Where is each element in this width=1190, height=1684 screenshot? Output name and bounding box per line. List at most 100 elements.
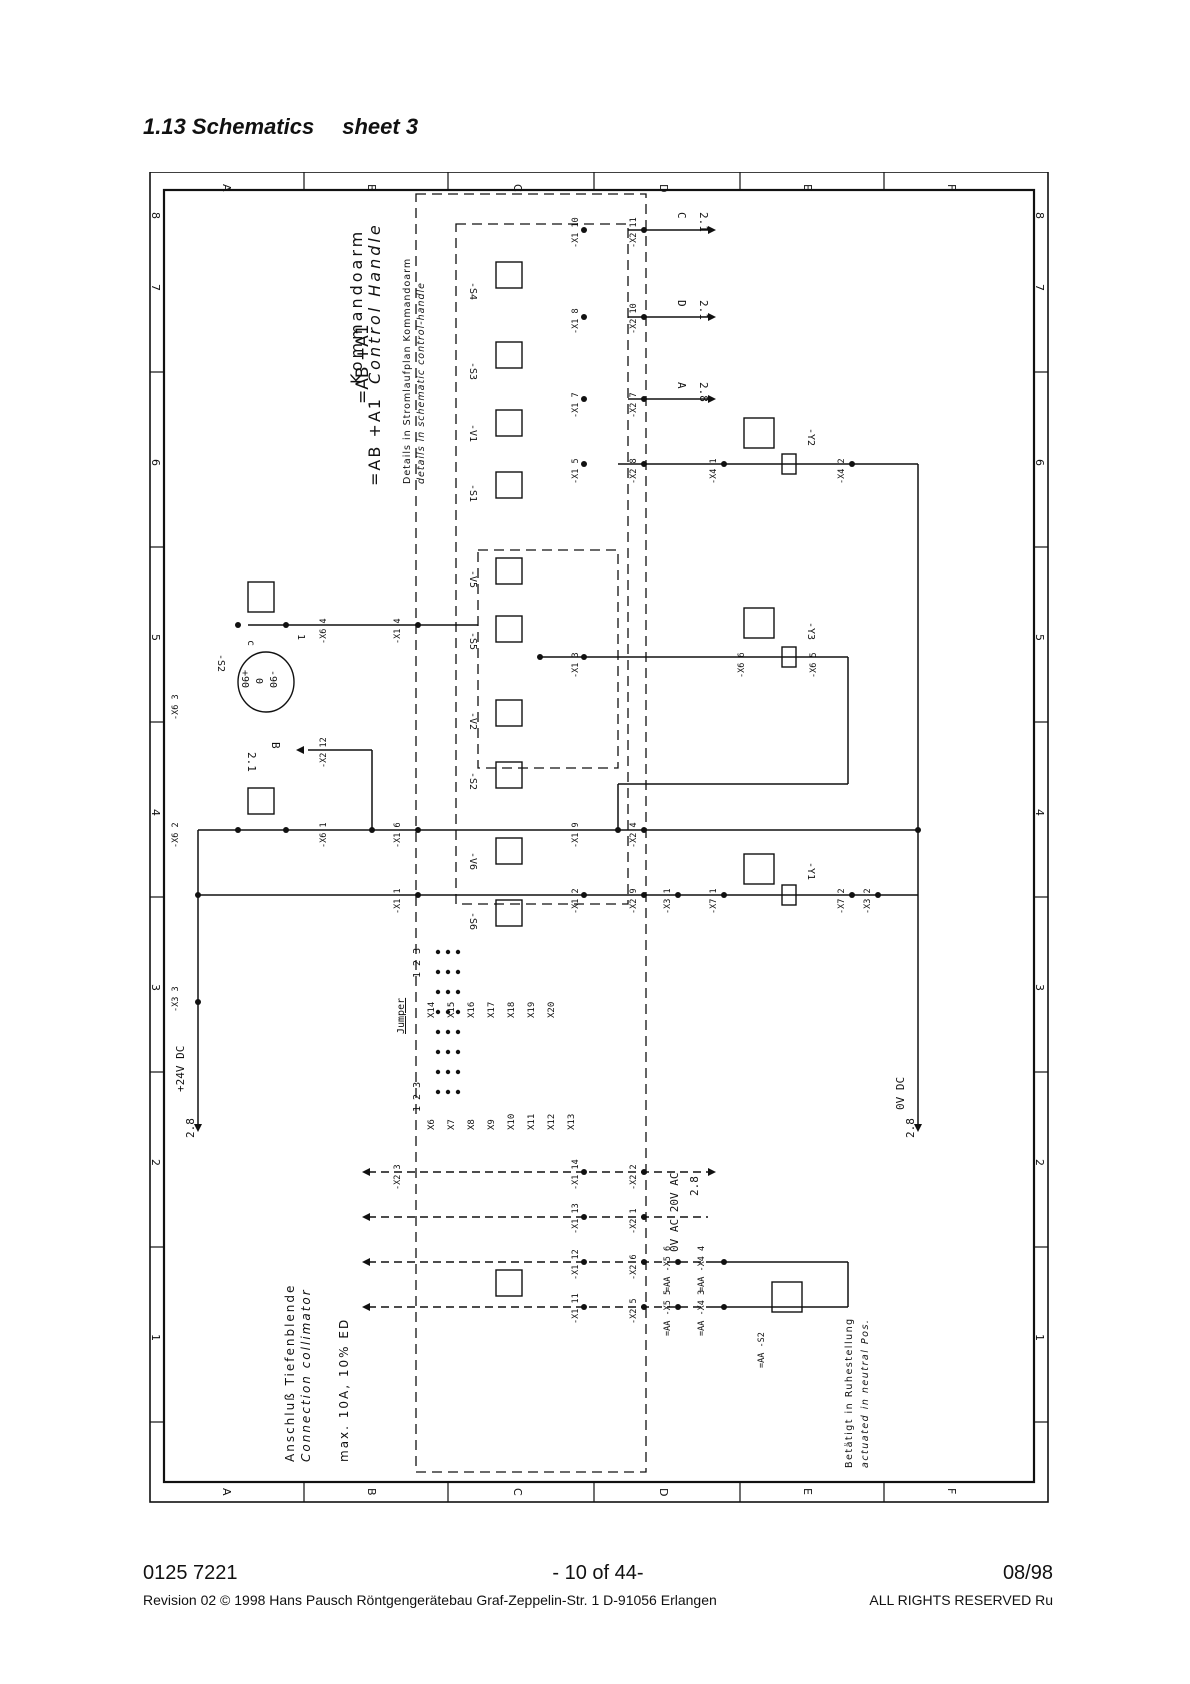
assembly-name-de: Kommandoarm <box>347 229 366 384</box>
term-x2-8: -X2 8 <box>629 458 639 484</box>
y3-coil <box>781 646 797 668</box>
term-x2-7: -X2 7 <box>629 392 639 418</box>
y2-symbol <box>743 417 775 449</box>
rights-line: ALL RIGHTS RESERVED Ru <box>869 1592 1053 1608</box>
term-x2-4: -X2 4 <box>629 822 639 848</box>
term-x1-1: -X1 1 <box>393 888 403 914</box>
s5-group-boundary <box>477 549 619 769</box>
assembly-ref-text: =AB +A1 <box>365 397 384 486</box>
col-label-a: A <box>220 184 233 192</box>
row-label-4-right: 4 <box>1033 809 1046 816</box>
term-x6-2: -X6 2 <box>171 822 181 848</box>
row-label-6-right: 6 <box>1033 459 1046 466</box>
s2-int-symbol <box>495 761 523 789</box>
section-title: 1.13 Schematics <box>143 114 315 139</box>
jumper-x13: X13 <box>567 1114 577 1130</box>
row-label-2: 2 <box>149 1159 162 1166</box>
arrow-ac <box>708 1168 716 1176</box>
arrow-c <box>708 226 716 234</box>
s6-symbol <box>495 899 523 927</box>
neutral-en: actuated in neutral Pos. <box>860 1319 871 1468</box>
col-label-b-bottom: B <box>365 1488 378 1496</box>
jumper-labels: Jumper 1 2 3 1 2 3 <box>396 948 423 1112</box>
row-label-7: 7 <box>149 284 162 291</box>
output-d-ref: 2.1 <box>697 300 710 320</box>
row-label-1: 1 <box>149 1334 162 1341</box>
neutral-symbol <box>771 1281 803 1313</box>
revision-line: Revision 02 © 1998 Hans Pausch Röntgenge… <box>143 1592 717 1608</box>
arrow-d <box>708 313 716 321</box>
s4-symbol <box>495 261 523 289</box>
label-selector-p90: +90 <box>239 670 250 688</box>
label-v1: -V1 <box>467 424 478 442</box>
col-label-c: C <box>511 184 524 192</box>
output-b-letter: B <box>269 742 282 749</box>
row-label-2-right: 2 <box>1033 1159 1046 1166</box>
v1-symbol <box>495 409 523 437</box>
term-x1-9: -X1 9 <box>571 822 581 848</box>
col-label-b: B <box>365 184 378 192</box>
output-labels: C 2.1 D 2.1 A 2.8 B 2.1 <box>245 212 710 772</box>
label-s6: -S6 <box>467 912 478 930</box>
term-x6-6: -X6 6 <box>737 652 747 678</box>
s5-symbol <box>495 615 523 643</box>
doc-number: 0125 7221 <box>143 1562 238 1584</box>
term-x1-3: -X1 3 <box>571 652 581 678</box>
neutral-labels: Betätigt in Ruhestellung actuated in neu… <box>844 1317 871 1468</box>
jumper-pins-right: 1 2 3 <box>412 948 423 978</box>
column-labels-bottom: A B C D E F <box>220 1488 958 1496</box>
term-x6-4: -X6 4 <box>319 618 329 644</box>
output-a-letter: A <box>675 382 688 389</box>
arrow-0v <box>914 1124 922 1132</box>
output-d-letter: D <box>675 300 688 307</box>
component-symbols <box>237 261 803 1313</box>
row-label-5-right: 5 <box>1033 634 1046 641</box>
supply-0v-ref: 2.8 <box>904 1118 917 1138</box>
output-a-ref: 2.8 <box>697 382 710 402</box>
term-x1-8: -X1 8 <box>571 308 581 334</box>
neutral-de: Betätigt in Ruhestellung <box>844 1317 855 1468</box>
label-s4: -S4 <box>467 282 478 300</box>
jumper-x16: X16 <box>467 1002 477 1018</box>
control-handle-boundary <box>415 193 647 1473</box>
term-x1-2: -X1 2 <box>571 888 581 914</box>
col-label-e-bottom: E <box>801 1488 814 1495</box>
col-label-d-bottom: D <box>657 1488 670 1496</box>
row-label-5: 5 <box>149 634 162 641</box>
term-x3-1: -X3 1 <box>663 888 673 914</box>
label-selector: -S2 <box>215 654 226 672</box>
label-s2: -S2 <box>467 772 478 790</box>
doc-date: 08/98 <box>1002 1562 1053 1584</box>
arrow-col-2 <box>362 1213 370 1221</box>
col-label-c-bottom: C <box>511 1488 524 1496</box>
terminal-dots <box>195 227 921 1310</box>
term-aa-x5-6: =AA -X5 6 <box>663 1246 673 1292</box>
label-y3: -Y3 <box>805 622 816 640</box>
arrow-24v <box>194 1124 202 1132</box>
row-labels-left: 1 2 3 4 5 6 7 8 <box>149 212 162 1341</box>
column-labels-top: A B C D E F <box>220 184 958 192</box>
jumper-dots <box>435 949 461 1095</box>
output-b-ref: 2.1 <box>245 752 258 772</box>
v2-symbol <box>495 699 523 727</box>
term-x4-1: -X4 1 <box>709 458 719 484</box>
col-label-f-bottom: F <box>945 1488 958 1494</box>
term-x1-12: -X1 12 <box>571 1249 581 1280</box>
outer-frame <box>149 172 1049 1503</box>
schematic-detail-boundary <box>455 223 629 905</box>
connection-rating: max. 10A, 10% ED <box>337 1318 351 1462</box>
term-x6-3: -X6 3 <box>171 694 181 720</box>
jumper-x14: X14 <box>427 1002 437 1018</box>
row-label-3: 3 <box>149 984 162 991</box>
term-x2-9: -X2 9 <box>629 888 639 914</box>
supply-24v-ref: 2.8 <box>184 1118 197 1138</box>
jumper-title: Jumper <box>396 998 407 1034</box>
term-x6-5: -X6 5 <box>809 652 819 678</box>
term-x3-3: -X3 3 <box>171 986 181 1012</box>
supply-labels: +24V DC 2.8 0V DC 2.8 0V AC 20V AC 2.8 <box>174 1046 917 1252</box>
term-x1-10: -X1 10 <box>571 217 581 248</box>
term-x1-11: -X1 11 <box>571 1293 581 1324</box>
term-x2-1: -X2 1 <box>629 1208 639 1234</box>
term-x2-11: -X2 11 <box>629 217 639 248</box>
y2-coil <box>781 453 797 475</box>
